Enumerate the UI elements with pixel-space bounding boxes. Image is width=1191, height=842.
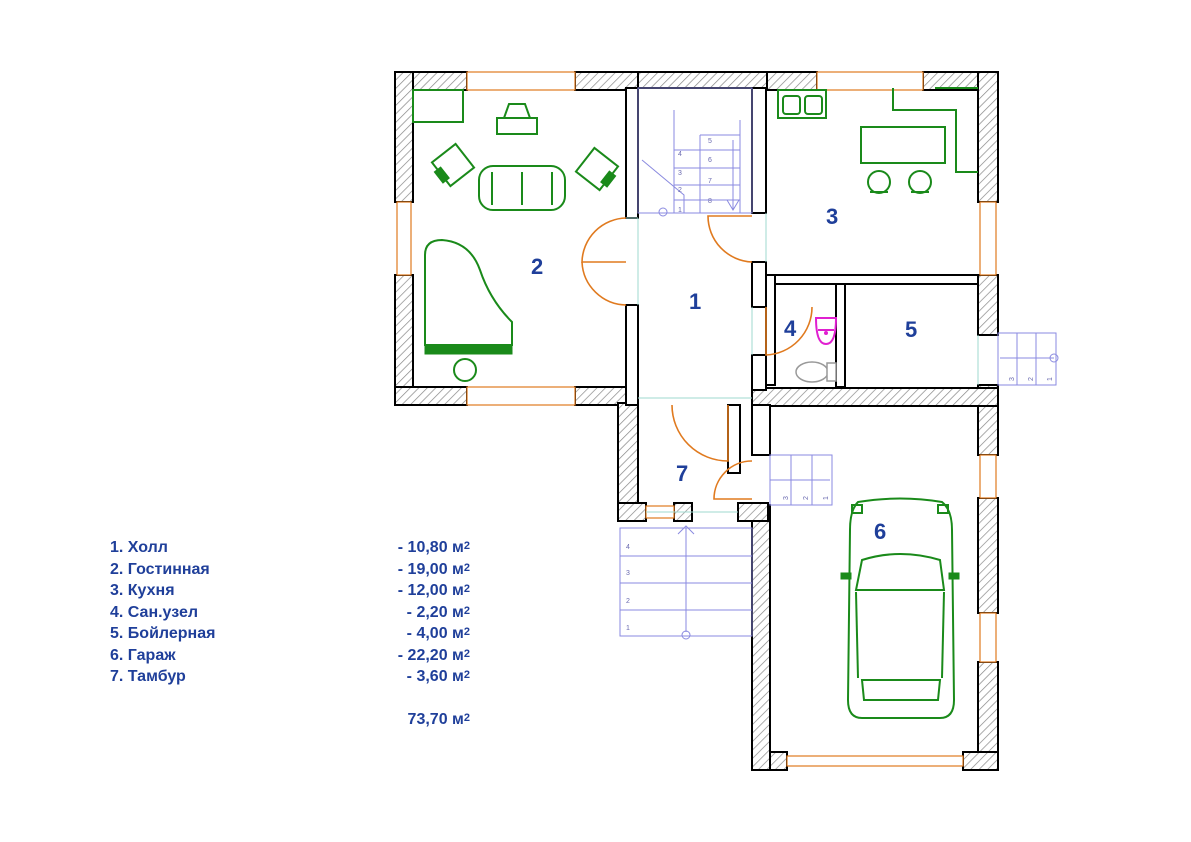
- entry-step-1: 1: [626, 625, 630, 632]
- legend-room-name: 7. Тамбур: [110, 668, 186, 685]
- entry-step-3: 3: [626, 570, 630, 577]
- armchair-icon: [574, 146, 620, 192]
- toilet-icon: [795, 361, 837, 383]
- tv-icon: [496, 103, 538, 135]
- legend-room-name: 5. Бойлерная: [110, 625, 216, 642]
- room-2-label: 2: [531, 254, 543, 279]
- stove-icon: [777, 89, 827, 119]
- room-4-label: 4: [784, 316, 797, 341]
- garage-step-1: 1: [823, 496, 830, 500]
- kitchen-furniture: [777, 87, 978, 194]
- legend-room-area: - 4,00 м2: [406, 625, 470, 642]
- legend-room-name: 4. Сан.узел: [110, 603, 199, 621]
- legend-room-area: - 12,00 м2: [397, 582, 470, 599]
- armchair-icon: [430, 142, 476, 188]
- piano-icon: [424, 238, 513, 382]
- garage-steps: 1 2 3: [769, 454, 833, 506]
- legend-row: 1. Холл - 10,80 м2: [110, 537, 490, 559]
- legend-row: 3. Кухня - 12,00 м2: [110, 580, 490, 602]
- entry-step-4: 4: [626, 544, 630, 551]
- legend-room-area: - 3,60 м2: [406, 668, 470, 685]
- room-1-label: 1: [689, 289, 701, 314]
- legend-row: 6. Гараж - 22,20 м2: [110, 645, 490, 667]
- legend-room-area: - 10,80 м2: [397, 539, 470, 556]
- dining-table-icon: [860, 126, 946, 164]
- legend-row: 2. Гостинная - 19,00 м2: [110, 559, 490, 581]
- boiler-step-3: 3: [1009, 377, 1016, 381]
- chair-icon: [867, 170, 891, 194]
- legend-row: 4. Сан.узел - 2,20 м2: [110, 602, 490, 624]
- bathroom-fixtures: [795, 317, 838, 383]
- windows: [396, 71, 997, 767]
- room-6-label: 6: [874, 519, 886, 544]
- legend-room-name: 1. Холл: [110, 539, 168, 556]
- garage-step-2: 2: [803, 496, 810, 500]
- living-room-furniture: [412, 89, 620, 382]
- legend-room-area: - 2,20 м2: [406, 603, 470, 621]
- legend-room-name: 2. Гостинная: [110, 560, 210, 578]
- boiler-step-1: 1: [1047, 377, 1054, 381]
- doors: [581, 213, 999, 513]
- room-7-label: 7: [676, 461, 688, 486]
- legend-room-name: 3. Кухня: [110, 582, 175, 599]
- sink-icon: [814, 317, 838, 346]
- legend-room-area: - 19,00 м2: [397, 560, 470, 578]
- entry-step-2: 2: [626, 598, 630, 605]
- legend-room-name: 6. Гараж: [110, 646, 176, 664]
- legend-total-area: 73,70 м2: [407, 711, 470, 728]
- stair-step-2: 2: [678, 187, 682, 194]
- room-3-label: 3: [826, 204, 838, 229]
- stair-step-4: 4: [678, 151, 682, 158]
- legend-row: 7. Тамбур - 3,60 м2: [110, 666, 490, 688]
- stair-step-5: 5: [708, 138, 712, 145]
- stair-step-6: 6: [708, 157, 712, 164]
- interior-walls: [625, 87, 979, 474]
- garage-step-3: 3: [783, 496, 790, 500]
- interior-staircase: 1 2 3 4 5 6 7 8: [637, 87, 753, 217]
- stair-step-7: 7: [708, 178, 712, 185]
- cabinet-icon: [412, 89, 464, 123]
- boiler-steps: 1 2 3: [997, 332, 1059, 386]
- stair-step-8: 8: [708, 198, 712, 205]
- stair-step-1: 1: [678, 207, 682, 214]
- room-5-label: 5: [905, 317, 917, 342]
- car-icon: [840, 497, 960, 719]
- chair-icon: [908, 170, 932, 194]
- entry-steps: 1 2 3 4: [619, 525, 753, 640]
- boiler-step-2: 2: [1028, 377, 1035, 381]
- room-labels: 1 2 3 4 5 6 7: [531, 204, 917, 544]
- sofa-icon: [478, 165, 566, 211]
- legend-row: 5. Бойлерная - 4,00 м2: [110, 623, 490, 645]
- legend-room-area: - 22,20 м2: [397, 646, 470, 664]
- area-legend: 1. Холл - 10,80 м2 2. Гостинная - 19,00 …: [110, 537, 490, 728]
- stair-step-3: 3: [678, 170, 682, 177]
